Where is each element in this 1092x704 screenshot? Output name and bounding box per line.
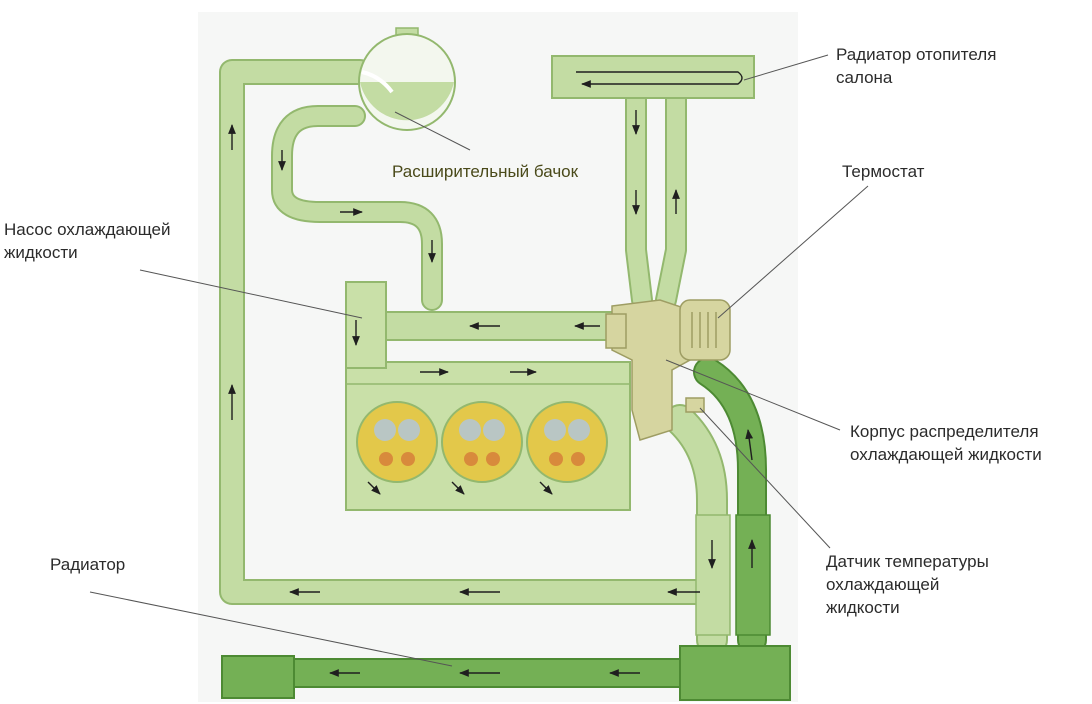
label-heater-radiator-line2: салона [836,68,893,87]
distributor-housing [605,299,691,441]
label-temp-sensor: Датчик температуры охлаждающей жидкости [826,550,989,619]
label-heater-radiator: Радиатор отопителя салона [836,43,996,89]
thermostat [679,299,731,361]
flow-arrows [228,110,756,677]
label-expansion-tank: Расширительный бачок [392,160,578,183]
label-pump-line2: жидкости [4,243,78,262]
label-thermostat: Термостат [842,160,924,183]
light-pipes [219,59,728,656]
label-heater-radiator-line1: Радиатор отопителя [836,45,997,64]
label-radiator: Радиатор [50,553,125,576]
radiator-right-tank [679,645,791,701]
label-temp-sensor-line3: жидкости [826,598,900,617]
label-expansion-tank-text: Расширительный бачок [392,162,579,181]
hose-clamp-right [735,514,771,636]
cylinder-3 [526,401,608,483]
temp-sensor-body [685,397,705,413]
label-radiator-text: Радиатор [50,555,126,574]
label-pump-line1: Насос охлаждающей [4,220,171,239]
label-distributor-housing-line2: охлаждающей жидкости [850,445,1042,464]
label-temp-sensor-line1: Датчик температуры [826,552,989,571]
leader-lines [89,54,869,667]
heater-radiator [551,55,755,99]
cylinder-1 [356,401,438,483]
label-pump: Насос охлаждающей жидкости [4,218,170,264]
label-thermostat-text: Термостат [842,162,925,181]
cylinder-2 [441,401,523,483]
radiator-left-tank [221,655,295,699]
label-temp-sensor-line2: охлаждающей [826,575,940,594]
cylinders [356,401,608,483]
hose-clamp-left [695,514,731,636]
expansion-tank [358,27,456,131]
label-distributor-housing-line1: Корпус распределителя [850,422,1039,441]
label-distributor-housing: Корпус распределителя охлаждающей жидкос… [850,420,1042,466]
